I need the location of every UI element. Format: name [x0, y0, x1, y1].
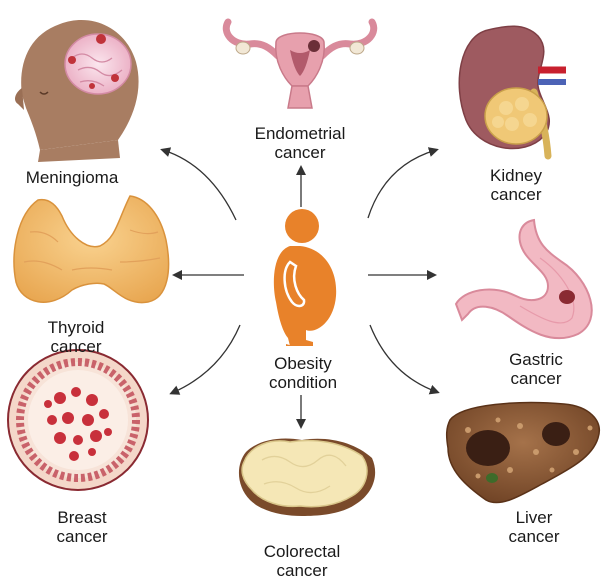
obesity-figure-icon	[274, 209, 336, 346]
label-meningioma-line1: Meningioma	[12, 168, 132, 187]
label-thyroid: Thyroid cancer	[26, 318, 126, 356]
label-gastric: Gastric cancer	[486, 350, 586, 388]
liver-icon	[447, 403, 600, 503]
label-gastric-line1: Gastric	[486, 350, 586, 369]
stomach-icon	[456, 220, 592, 338]
breast-tissue-icon	[8, 350, 148, 490]
label-obesity-condition: Obesity condition	[248, 354, 358, 392]
label-gastric-line2: cancer	[486, 369, 586, 388]
label-liver-line2: cancer	[484, 527, 584, 546]
label-breast-line2: cancer	[32, 527, 132, 546]
label-colorectal-line1: Colorectal	[240, 542, 364, 561]
label-breast-line1: Breast	[32, 508, 132, 527]
label-colorectal-line2: cancer	[240, 561, 364, 580]
arrow-to-kidney	[368, 150, 436, 218]
arrow-to-liver	[370, 325, 437, 392]
label-liver-line1: Liver	[484, 508, 584, 527]
arrow-to-meningioma	[163, 150, 236, 220]
label-kidney-line2: cancer	[466, 185, 566, 204]
label-obesity-line1: Obesity	[248, 354, 358, 373]
label-liver: Liver cancer	[484, 508, 584, 546]
label-colorectal: Colorectal cancer	[240, 542, 364, 580]
label-kidney: Kidney cancer	[466, 166, 566, 204]
uterus-icon	[226, 22, 373, 108]
colon-icon	[239, 439, 375, 517]
label-thyroid-line1: Thyroid	[26, 318, 126, 337]
label-kidney-line1: Kidney	[466, 166, 566, 185]
label-breast: Breast cancer	[32, 508, 132, 546]
label-thyroid-line2: cancer	[26, 337, 126, 356]
kidney-icon	[459, 26, 566, 156]
label-endometrial-line1: Endometrial	[230, 124, 370, 143]
label-endometrial: Endometrial cancer	[230, 124, 370, 162]
head-brain-icon	[15, 20, 139, 162]
arrow-to-breast	[172, 325, 240, 393]
label-endometrial-line2: cancer	[230, 143, 370, 162]
label-obesity-line2: condition	[248, 373, 358, 392]
label-meningioma: Meningioma	[12, 168, 132, 187]
thyroid-icon	[14, 196, 169, 303]
